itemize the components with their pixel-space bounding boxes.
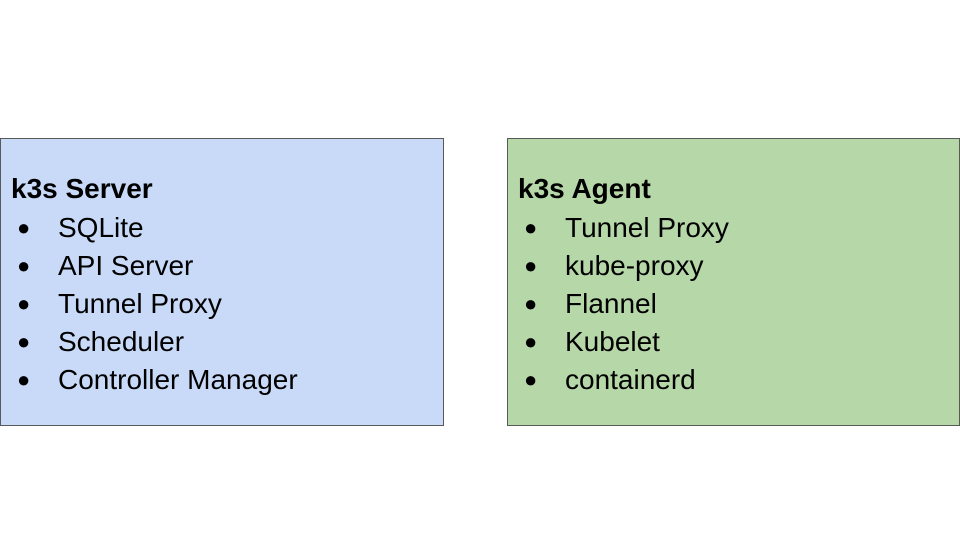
agent-component-label: Tunnel Proxy (565, 212, 729, 243)
bullet-icon: ● (17, 367, 31, 392)
server-component-label: API Server (58, 250, 194, 281)
server-component-label: Scheduler (58, 326, 185, 357)
agent-component-label: Kubelet (565, 326, 660, 357)
bullet-icon: ● (524, 253, 538, 278)
k3s-agent-box: k3s Agent ● Tunnel Proxy ● kube-proxy ● … (507, 138, 960, 426)
bullet-icon: ● (524, 291, 538, 316)
server-title: k3s Server (11, 173, 153, 204)
bullet-icon: ● (524, 215, 538, 240)
agent-component-label: containerd (565, 364, 696, 395)
agent-component-label: kube-proxy (565, 250, 704, 281)
bullet-icon: ● (17, 253, 31, 278)
k3s-server-box: k3s Server ● SQLite ● API Server ● Tunne… (0, 138, 444, 426)
server-component-label: Tunnel Proxy (58, 288, 222, 319)
bullet-icon: ● (17, 329, 31, 354)
bullet-icon: ● (524, 329, 538, 354)
bullet-icon: ● (17, 215, 31, 240)
agent-component-label: Flannel (565, 288, 657, 319)
bullet-icon: ● (524, 367, 538, 392)
bullet-icon: ● (17, 291, 31, 316)
agent-title: k3s Agent (518, 173, 651, 204)
server-component-label: Controller Manager (58, 364, 298, 395)
server-component-label: SQLite (58, 212, 144, 243)
